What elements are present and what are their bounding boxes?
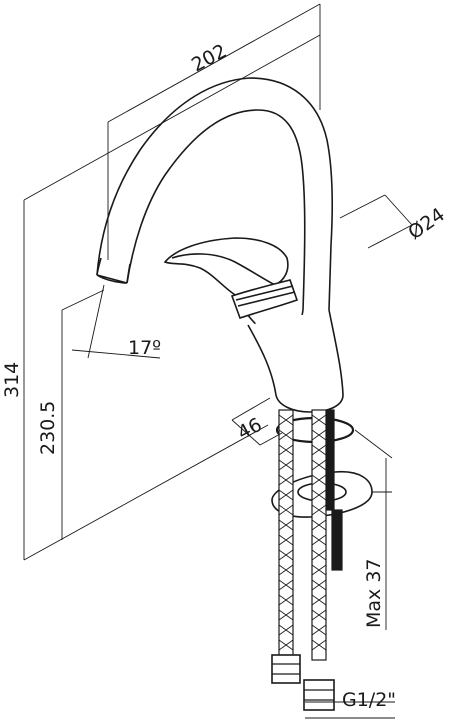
- label-total-height: 314: [1, 362, 23, 398]
- label-spout-angle: 17º: [128, 337, 161, 359]
- label-connection-thread: G1/2": [342, 689, 396, 711]
- supply-hoses: [271, 409, 343, 711]
- label-max-mount-thickness: Max 37: [363, 559, 385, 629]
- spout-tip: [96, 274, 128, 284]
- label-body-width: 46: [234, 414, 266, 445]
- label-spout-height: 230.5: [37, 401, 59, 455]
- label-spout-reach: 202: [188, 40, 230, 76]
- dimension-lines: [23, 3, 413, 719]
- lever-handle: [163, 237, 289, 299]
- label-pipe-diameter: Ø24: [404, 204, 449, 244]
